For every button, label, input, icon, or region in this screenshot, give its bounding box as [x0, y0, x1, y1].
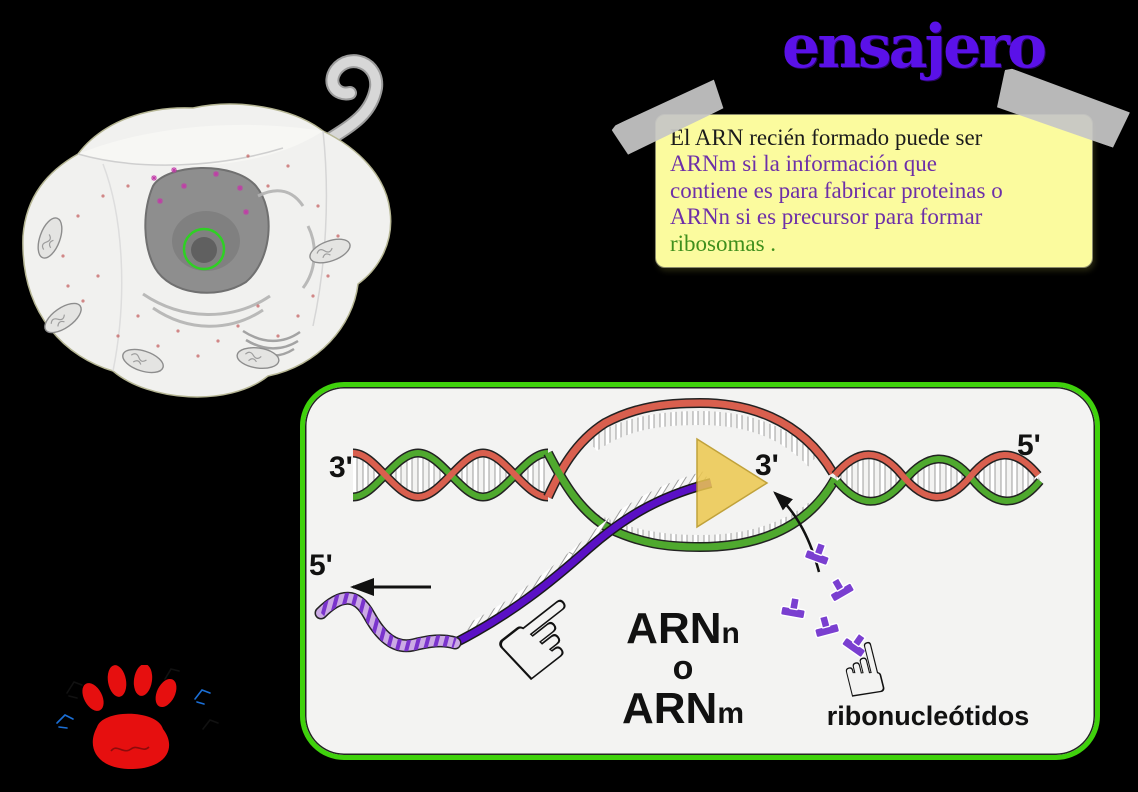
arn-n-label: ARNn — [626, 604, 740, 653]
nucleus — [144, 167, 270, 294]
bubble-top-rungs — [587, 411, 817, 467]
page-title: ensajero — [782, 12, 1047, 82]
or-label: o — [672, 649, 694, 687]
label-3-prime-left: 3' — [329, 451, 353, 484]
label-5-prime-lower: 5' — [309, 549, 333, 582]
left-dna-helix — [352, 448, 549, 502]
flagellum — [291, 54, 384, 167]
dna-transcription-art: 3' 5' 3' 5' — [309, 397, 1044, 658]
nucleolus — [191, 237, 217, 263]
ribonucleotides-label: ribonucleótidos — [826, 701, 1030, 731]
info-note: El ARN recién formado puede ser ARNm si … — [655, 114, 1093, 269]
bubble-strands — [543, 397, 840, 553]
nucleolus-highlight-ring — [182, 227, 226, 271]
cell-illustration — [8, 36, 433, 406]
arn-label-block: ARNn o ARNm — [598, 607, 768, 731]
signature-squiggle — [110, 746, 150, 752]
ribosome-speckles — [61, 154, 340, 358]
ribonucleotide-icons — [779, 542, 867, 658]
eukaryotic-cell-art — [22, 54, 392, 398]
paw-print-art — [56, 664, 219, 770]
note-line: ribosomas . — [670, 230, 777, 256]
note-line: El ARN recién formado puede ser — [670, 125, 983, 150]
cell-top-face — [78, 124, 323, 166]
paw-print-logo — [45, 664, 225, 790]
note-line: ARNn si es precursor para formar — [670, 204, 983, 230]
paw-toes — [82, 664, 177, 711]
nontemplate-strand-top — [544, 399, 837, 499]
rna-polymerase-triangle — [696, 437, 769, 529]
rna-tail — [314, 591, 462, 653]
right-dna-helix — [831, 450, 1044, 506]
transcription-panel: 3' 5' 3' 5' ☞ ☝ ARNn o ARNm ribonucleóti… — [300, 382, 1100, 760]
label-5-prime-right: 5' — [1017, 429, 1041, 462]
nucleotide-arrow — [773, 491, 821, 573]
note-line: contiene es para fabricar proteinas o — [670, 177, 1003, 203]
template-strand-bottom — [544, 451, 839, 551]
arn-m-label: ARNm — [621, 683, 744, 733]
rna-strand — [452, 478, 713, 648]
label-3-prime-mid: 3' — [755, 449, 779, 482]
paw-palm — [92, 713, 170, 770]
note-line: ARNm si la información que — [670, 151, 938, 177]
